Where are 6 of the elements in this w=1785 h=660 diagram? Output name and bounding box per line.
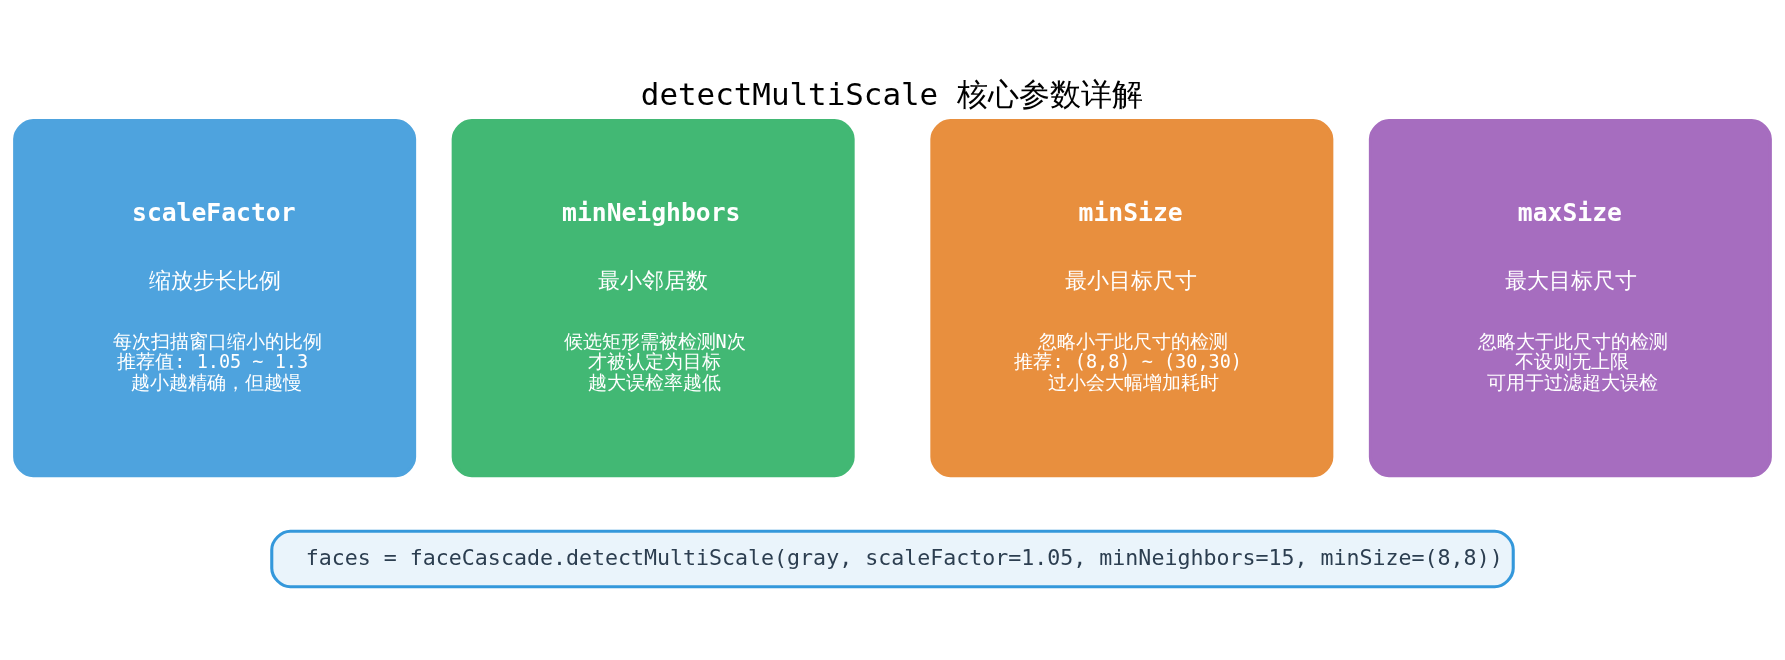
- diagram-title: detectMultiScale 核心参数详解: [640, 75, 1143, 112]
- node-box: scaleFactor 缩放步长比例 每次扫描窗口缩小的比例 推荐值: 1.05 ~ 1.3 越小越精确，但越慢: [13, 118, 417, 477]
- node-box: maxSize 最大目标尺寸 忽略大于此尺寸的检测 不设则无上限 可用于过滤超大误检: [1368, 118, 1772, 477]
- node-box: minNeighbors 最小邻居数 候选矩形需被检测N次 才被认定为目标 越大误检率越低: [451, 118, 855, 477]
- node-box: minSize 最小目标尺寸 忽略小于此尺寸的检测 推荐: (8,8) ~ (30,30) 过小会大幅增加耗时: [930, 118, 1334, 477]
- node-box: faces = faceCascade.detectMultiScale(gray, scaleFactor=1.05, minNeighbors=15, minSize=(8,8)): [270, 529, 1515, 588]
